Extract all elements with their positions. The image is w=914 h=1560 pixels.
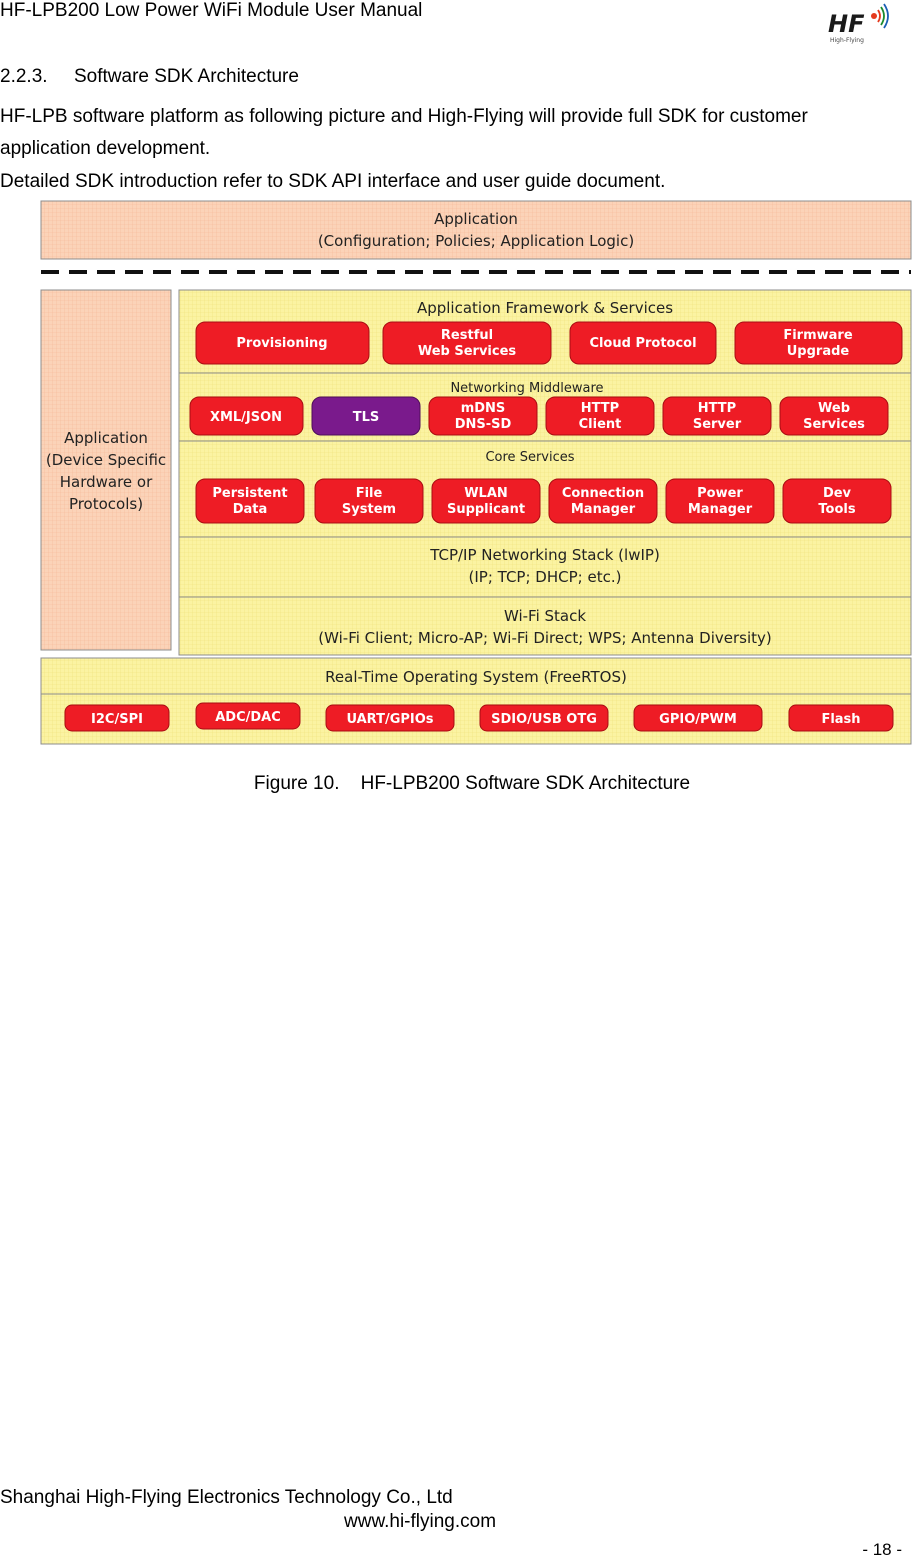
middleware-block-4-label-1: HTTP: [581, 401, 619, 416]
side-application-line-3: Hardware or: [60, 473, 153, 491]
middleware-block: TLS: [311, 396, 421, 436]
core-block-2-label-2: System: [342, 502, 396, 517]
core-block: Dev Tools: [782, 478, 892, 524]
rtos-layer: [40, 657, 912, 695]
top-application-title: Application: [434, 210, 518, 228]
core-block: Persistent Data: [195, 478, 305, 524]
framework-block: Firmware Upgrade: [734, 321, 903, 365]
figure-number: Figure 10.: [253, 773, 340, 794]
middleware-block-6-label-1: Web: [818, 401, 850, 416]
framework-block-4-label-1: Firmware: [783, 328, 852, 343]
hf-logo: HF High-Flying: [828, 3, 889, 44]
side-application-line-4: Protocols): [69, 495, 143, 513]
rtos-title: Real-Time Operating System (FreeRTOS): [325, 668, 627, 686]
core-block-5-label-1: Power: [697, 486, 743, 501]
driver-block-1-label: I2C/SPI: [91, 712, 143, 727]
sdk-architecture-diagram: Application (Configuration; Policies; Ap…: [40, 200, 912, 745]
section-number: 2.2.3.: [0, 66, 48, 87]
section-heading: 2.2.3. Software SDK Architecture: [0, 66, 299, 88]
driver-block: GPIO/PWM: [633, 704, 763, 732]
middleware-block: XML/JSON: [189, 396, 304, 436]
middleware-block-4-label-2: Client: [579, 417, 622, 432]
driver-block: ADC/DAC: [195, 702, 301, 730]
core-block-4-label-1: Connection: [562, 486, 644, 501]
framework-block-1-label: Provisioning: [236, 336, 327, 351]
middleware-block: HTTP Server: [662, 396, 772, 436]
framework-block-2-label-1: Restful: [441, 328, 493, 343]
side-application-layer: [40, 289, 172, 651]
footer-website: www.hi-flying.com: [344, 1511, 497, 1532]
framework-title: Application Framework & Services: [417, 299, 673, 317]
middleware-block-5-label-2: Server: [693, 417, 742, 432]
top-application-subtitle: (Configuration; Policies; Application Lo…: [318, 232, 634, 250]
middleware-block: Web Services: [779, 396, 889, 436]
middleware-block-6-label-2: Services: [803, 417, 865, 432]
wifi-subtitle: (Wi-Fi Client; Micro-AP; Wi-Fi Direct; W…: [318, 629, 771, 647]
driver-block: Flash: [788, 704, 894, 732]
logo-subtext: High-Flying: [830, 37, 864, 44]
wifi-title: Wi-Fi Stack: [504, 607, 586, 625]
driver-block-3-label: UART/GPIOs: [346, 712, 433, 727]
tcpip-layer: [178, 536, 912, 598]
framework-block-3-label: Cloud Protocol: [589, 336, 696, 351]
middleware-block: mDNS DNS-SD: [428, 396, 538, 436]
core-title: Core Services: [485, 450, 574, 465]
core-block: WLAN Supplicant: [431, 478, 541, 524]
driver-block-4-label: SDIO/USB OTG: [491, 712, 597, 727]
middleware-block: HTTP Client: [545, 396, 655, 436]
driver-block: UART/GPIOs: [325, 704, 455, 732]
figure-caption: Figure 10. HF-LPB200 Software SDK Archit…: [0, 773, 914, 795]
middleware-block-2-label: TLS: [353, 410, 380, 425]
document-header-title: HF-LPB200 Low Power WiFi Module User Man…: [0, 0, 423, 21]
footer-company: Shanghai High-Flying Electronics Technol…: [0, 1487, 453, 1508]
driver-block: I2C/SPI: [64, 704, 170, 732]
section-title: Software SDK Architecture: [74, 66, 299, 87]
logo-text: HF: [828, 10, 865, 38]
core-block: Connection Manager: [548, 478, 658, 524]
wifi-layer: [178, 596, 912, 656]
driver-block-2-label: ADC/DAC: [215, 710, 281, 725]
driver-block-6-label: Flash: [821, 712, 860, 727]
framework-block: Cloud Protocol: [569, 321, 717, 365]
driver-block: SDIO/USB OTG: [479, 704, 609, 732]
page-number: - 18 -: [862, 1540, 902, 1559]
core-block-6-label-2: Tools: [818, 502, 855, 517]
framework-block-2-label-2: Web Services: [418, 344, 517, 359]
core-block-3-label-1: WLAN: [464, 486, 508, 501]
top-application-layer: [40, 200, 912, 260]
core-block-1-label-2: Data: [233, 502, 268, 517]
middleware-block-3-label-2: DNS-SD: [455, 417, 512, 432]
core-block: File System: [314, 478, 424, 524]
side-application-line-2: (Device Specific: [46, 451, 166, 469]
framework-block: Provisioning: [195, 321, 370, 365]
core-block-6-label-1: Dev: [823, 486, 852, 501]
core-block-4-label-2: Manager: [571, 502, 636, 517]
body-paragraph-2: Detailed SDK introduction refer to SDK A…: [0, 171, 666, 192]
drivers-layer: [40, 693, 912, 745]
core-block-2-label-1: File: [356, 486, 383, 501]
side-application-line-1: Application: [64, 429, 148, 447]
figure-caption-text: HF-LPB200 Software SDK Architecture: [360, 773, 691, 794]
tcpip-subtitle: (IP; TCP; DHCP; etc.): [469, 568, 622, 586]
framework-block: Restful Web Services: [382, 321, 552, 365]
middleware-block-5-label-1: HTTP: [698, 401, 736, 416]
body-paragraph-1: HF-LPB software platform as following pi…: [0, 106, 808, 159]
middleware-title: Networking Middleware: [450, 381, 603, 396]
middleware-block-1-label: XML/JSON: [210, 410, 282, 425]
driver-block-5-label: GPIO/PWM: [659, 712, 737, 727]
core-block-5-label-2: Manager: [688, 502, 753, 517]
core-block-1-label-1: Persistent: [212, 486, 287, 501]
middleware-block-3-label-1: mDNS: [461, 401, 506, 416]
framework-block-4-label-2: Upgrade: [787, 344, 850, 359]
tcpip-title: TCP/IP Networking Stack (lwIP): [429, 546, 660, 564]
core-block-3-label-2: Supplicant: [447, 502, 525, 517]
core-block: Power Manager: [665, 478, 775, 524]
